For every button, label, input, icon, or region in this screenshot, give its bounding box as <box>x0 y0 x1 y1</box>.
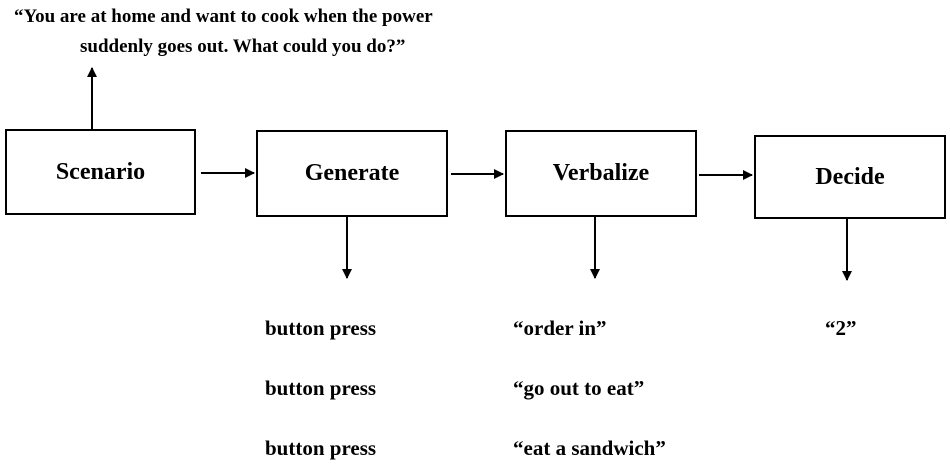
scenario-box-label: Scenario <box>55 158 146 185</box>
scenario-prompt-line-2: suddenly goes out. What could you do?” <box>80 36 406 57</box>
generate-output-2: button press <box>265 376 377 400</box>
scenario-prompt: “You are at home and want to cook when t… <box>14 2 634 62</box>
generate-output-3: button press <box>265 436 377 460</box>
generate-box: Generate <box>256 130 448 217</box>
scenario-prompt-line-1: “You are at home and want to cook when t… <box>14 6 433 27</box>
verbalize-output-1: “order in” <box>513 316 607 340</box>
decide-box-label: Decide <box>815 163 885 190</box>
verbalize-output-2: “go out to eat” <box>513 376 645 400</box>
generate-output-1: button press <box>265 316 377 340</box>
decide-output-1: “2” <box>825 316 857 340</box>
generate-box-label: Generate <box>304 160 400 186</box>
decide-box: Decide <box>754 135 946 219</box>
verbalize-box-label: Verbalize <box>552 160 650 186</box>
scenario-box: Scenario <box>5 129 196 215</box>
verbalize-box: Verbalize <box>505 130 697 217</box>
verbalize-output-3: “eat a sandwich” <box>513 436 666 460</box>
